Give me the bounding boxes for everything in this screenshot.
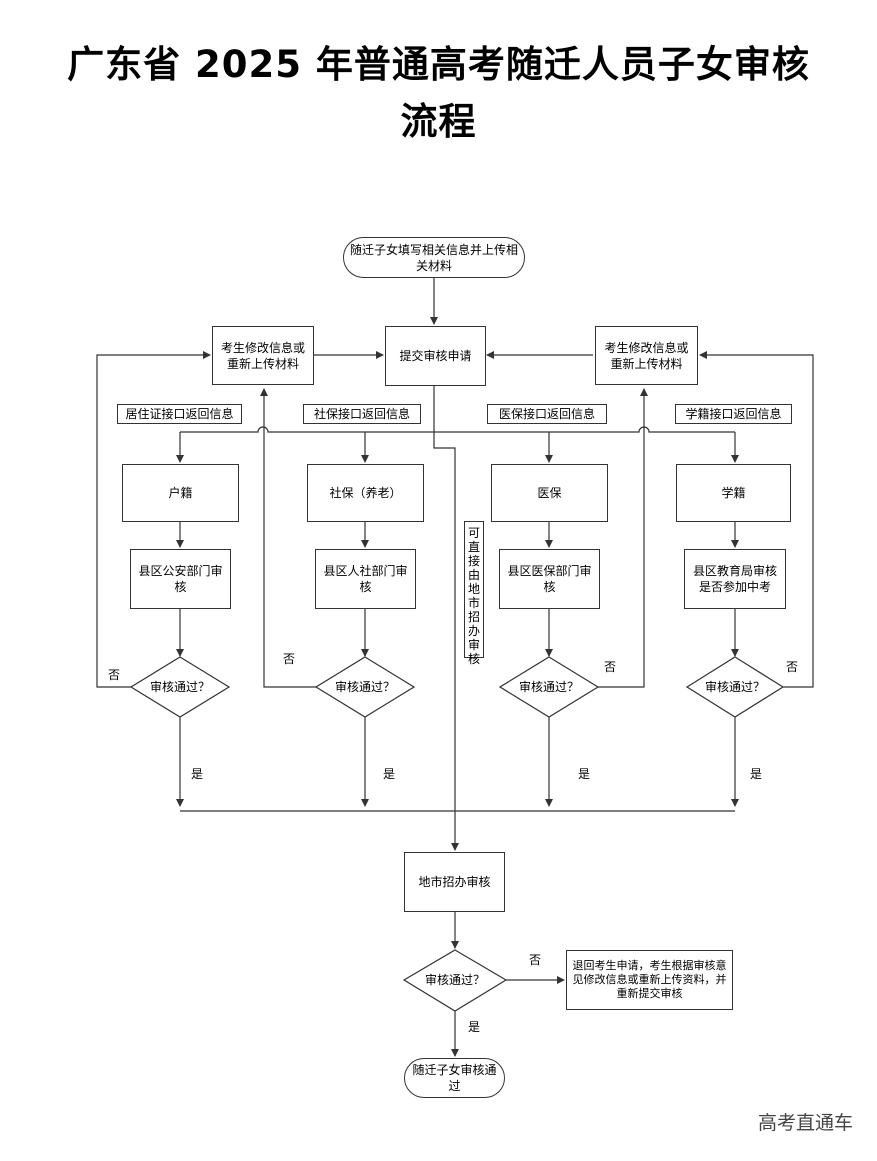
yes-label-4: 是 xyxy=(750,767,763,781)
interface-label-social: 社保接口返回信息 xyxy=(303,404,421,424)
decision-text-3: 审核通过？ xyxy=(518,680,579,694)
city-review-text: 地市招办审核 xyxy=(418,875,491,889)
direct-path xyxy=(433,432,459,851)
modify-box-left: 考生修改信息或重新上传材料 xyxy=(212,326,314,385)
end-node: 随迁子女审核通过 xyxy=(404,1058,505,1098)
no-label-3: 否 xyxy=(604,660,617,674)
category-hukou-text: 户籍 xyxy=(168,486,193,500)
start-node-text: 随迁子女填写相关信息并上传相关材料 xyxy=(349,242,518,273)
category-school: 学籍 xyxy=(676,464,791,522)
submit-text: 提交审核申请 xyxy=(399,349,472,363)
interface-label-medical: 医保接口返回信息 xyxy=(487,404,607,424)
review-education-text: 县区教育局审核是否参加中考 xyxy=(692,564,777,594)
watermark: 高考直通车 xyxy=(757,1112,853,1134)
category-social-text: 社保（养老） xyxy=(329,486,402,500)
final-decision-diamond xyxy=(402,949,508,1012)
end-node-text: 随迁子女审核通过 xyxy=(412,1063,497,1093)
decision-diamond-1 xyxy=(129,656,231,718)
category-school-text: 学籍 xyxy=(721,486,746,500)
page-title-line2: 流程 xyxy=(400,100,477,143)
no-loop-3 xyxy=(598,388,648,688)
yes-label-1: 是 xyxy=(191,767,204,781)
modify-box-right: 考生修改信息或重新上传材料 xyxy=(595,326,698,385)
return-box: 退回考生申请，考生根据审核意见修改信息或重新上传资料，并重新提交审核 xyxy=(566,950,733,1010)
decision-diamond-4 xyxy=(685,656,785,718)
review-hr: 县区人社部门审核 xyxy=(315,549,416,609)
final-decision-text: 审核通过？ xyxy=(424,973,485,987)
decision-text-4: 审核通过？ xyxy=(704,680,765,694)
no-label-1: 否 xyxy=(108,668,121,682)
review-police: 县区公安部门审核 xyxy=(130,549,231,609)
direct-review-note: 可直接由地市招办审核 xyxy=(464,521,484,666)
review-education: 县区教育局审核是否参加中考 xyxy=(684,549,786,609)
final-no-label: 否 xyxy=(529,953,542,967)
decision-text-2: 审核通过？ xyxy=(334,680,395,694)
no-loop-1 xyxy=(96,351,211,688)
interface-label-school: 学籍接口返回信息 xyxy=(675,404,792,424)
no-loop-2 xyxy=(260,388,316,688)
distribution-line xyxy=(180,426,735,433)
review-hr-text: 县区人社部门审核 xyxy=(323,564,408,594)
category-social: 社保（养老） xyxy=(307,464,424,522)
decision-text-1: 审核通过？ xyxy=(149,680,210,694)
submit-box: 提交审核申请 xyxy=(385,326,486,386)
yes-label-3: 是 xyxy=(578,767,591,781)
review-police-text: 县区公安部门审核 xyxy=(138,564,223,594)
city-review-box: 地市招办审核 xyxy=(404,852,505,912)
no-label-4: 否 xyxy=(786,660,799,674)
no-loop-4 xyxy=(699,351,814,688)
decision-diamond-2 xyxy=(314,656,416,718)
modify-left-text: 考生修改信息或重新上传材料 xyxy=(220,340,305,371)
category-hukou: 户籍 xyxy=(122,464,239,522)
review-medical: 县区医保部门审核 xyxy=(499,549,600,609)
page-title: 广东省 2025 年普通高考随迁人员子女审核 xyxy=(67,43,810,86)
start-node: 随迁子女填写相关信息并上传相关材料 xyxy=(343,237,525,278)
return-box-text: 退回考生申请，考生根据审核意见修改信息或重新上传资料，并重新提交审核 xyxy=(572,959,727,1000)
review-medical-text: 县区医保部门审核 xyxy=(507,564,592,594)
interface-label-residence: 居住证接口返回信息 xyxy=(117,404,242,424)
final-yes-label: 是 xyxy=(468,1020,481,1034)
category-medical-text: 医保 xyxy=(537,486,562,500)
modify-right-text: 考生修改信息或重新上传材料 xyxy=(604,340,689,371)
no-label-2: 否 xyxy=(283,652,296,666)
yes-label-2: 是 xyxy=(383,767,396,781)
decision-diamond-3 xyxy=(498,656,600,718)
category-medical: 医保 xyxy=(491,464,608,522)
